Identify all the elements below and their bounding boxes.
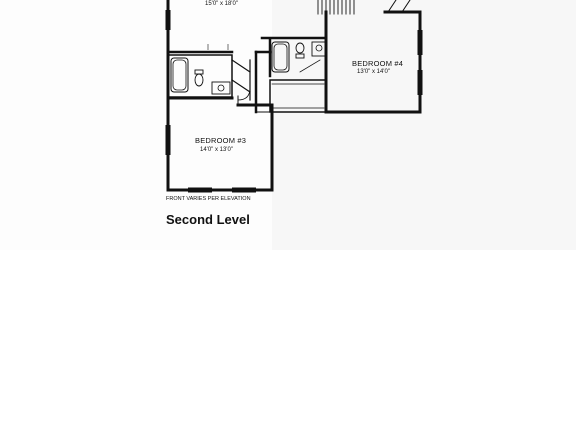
bath1-toilet bbox=[194, 73, 204, 87]
window bbox=[188, 187, 256, 193]
door-swing bbox=[237, 87, 251, 101]
closet bbox=[269, 79, 327, 113]
bath2-tub bbox=[271, 41, 290, 73]
stair bbox=[317, 0, 355, 15]
front-elevation-note: FRONT VARIES PER ELEVATION bbox=[166, 196, 251, 202]
bedroom4-label: BEDROOM #4 bbox=[352, 59, 404, 68]
level-title: Second Level bbox=[166, 212, 250, 227]
hall-door bbox=[231, 59, 251, 101]
window bbox=[417, 30, 423, 95]
bath1-vanity bbox=[211, 81, 231, 95]
bath1-outline bbox=[167, 54, 233, 98]
bath2-vanity bbox=[311, 41, 327, 57]
bedroom3-dimension: 14'0" x 13'0" bbox=[200, 147, 233, 153]
bath1-tub bbox=[170, 57, 189, 93]
bath2-toilet bbox=[295, 42, 305, 54]
top-bedroom-dimension: 15'0" x 18'0" bbox=[205, 1, 238, 7]
bedroom4-dimension: 13'0" x 14'0" bbox=[357, 69, 390, 75]
window bbox=[207, 44, 229, 50]
window bbox=[165, 10, 171, 155]
hall-wall bbox=[254, 36, 328, 114]
bedroom3-label: BEDROOM #3 bbox=[195, 136, 247, 145]
